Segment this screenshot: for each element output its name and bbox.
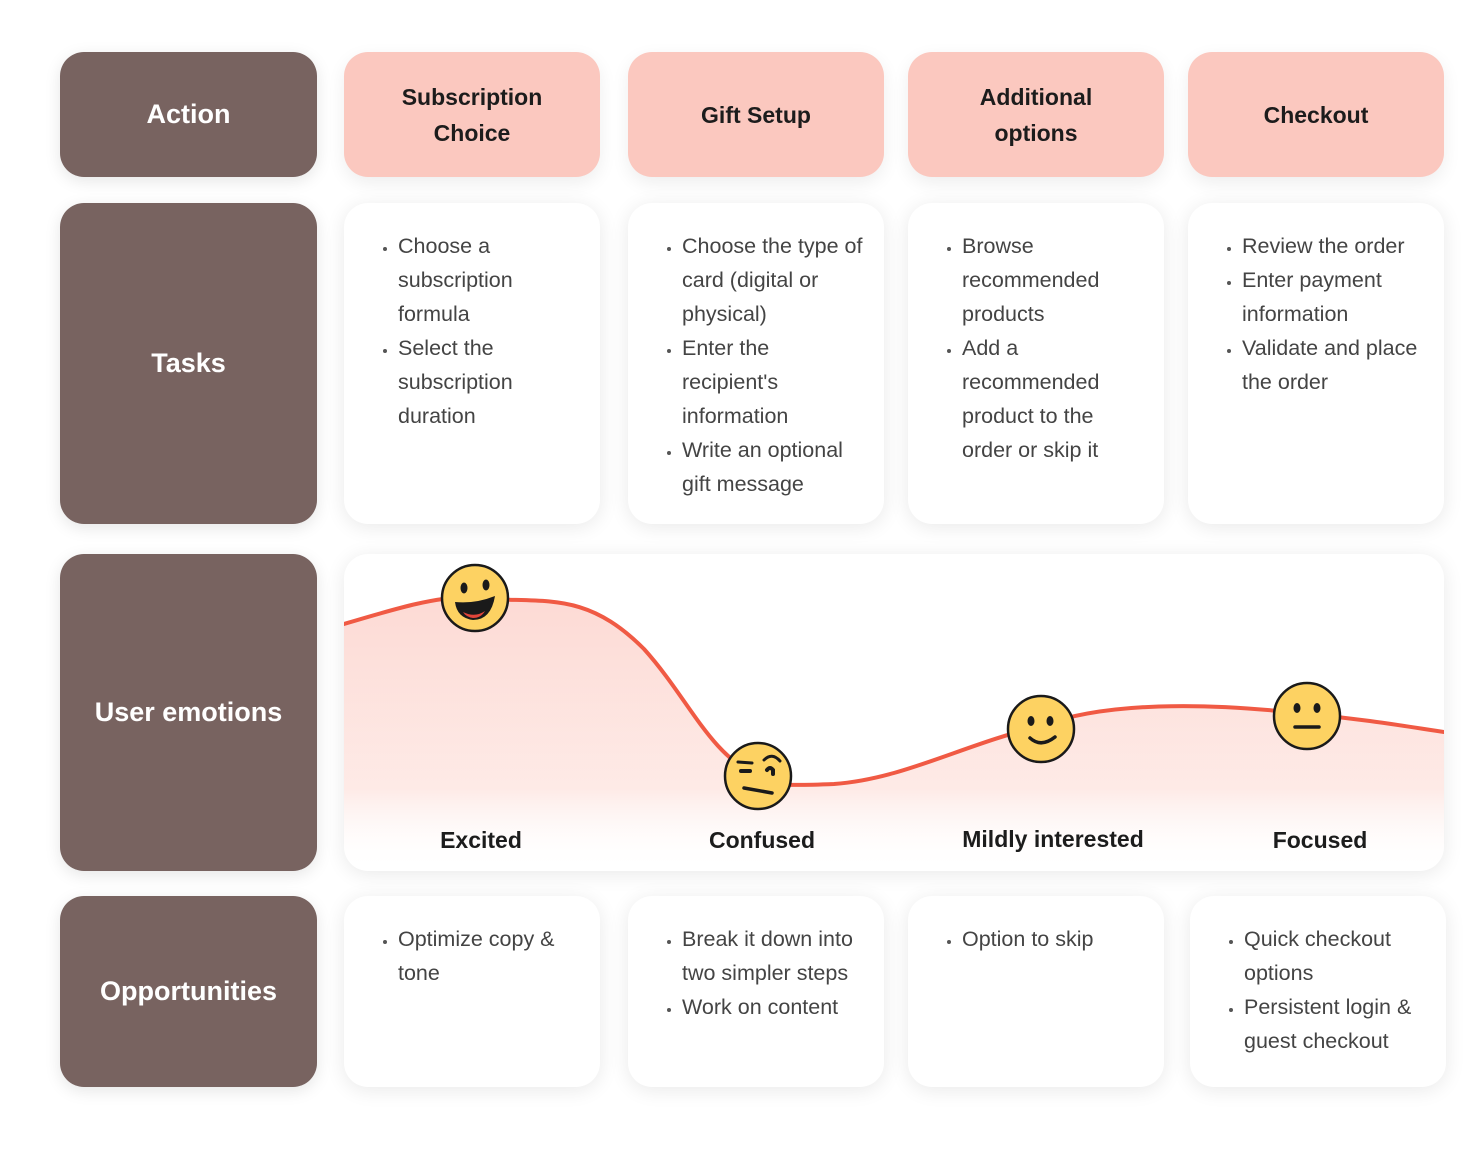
emotion-curve-area — [344, 597, 1444, 871]
opportunities-card-1: Optimize copy & tone — [344, 896, 600, 1087]
opportunities-card-3: Option to skip — [908, 896, 1164, 1087]
raised-eyebrow-face-icon — [723, 741, 793, 811]
task-item: Select the subscription duration — [398, 331, 580, 433]
tasks-card-4: Review the order Enter payment informati… — [1188, 203, 1444, 524]
row-label-emotions: User emotions — [60, 554, 317, 871]
neutral-face-icon — [1272, 681, 1342, 751]
task-item: Enter payment information — [1242, 263, 1424, 331]
opportunity-item: Persistent login & guest checkout — [1244, 990, 1426, 1058]
row-label-opportunities: Opportunities — [60, 896, 317, 1087]
emotion-label-confused: Confused — [708, 827, 816, 853]
stage-name: Checkout — [1263, 101, 1369, 128]
tasks-list: Choose the type of card (digital or phys… — [660, 229, 864, 501]
opportunities-list: Option to skip — [940, 922, 1144, 956]
task-item: Add a recommended product to the order o… — [962, 331, 1144, 467]
emotion-label-excited: Excited — [440, 827, 522, 853]
tasks-list: Browse recommended products Add a recomm… — [940, 229, 1144, 467]
emotion-label-mildly-interested: Mildly interested — [962, 826, 1144, 852]
slightly-smiling-face-icon — [1006, 694, 1076, 764]
tasks-list: Choose a subscription formula Select the… — [376, 229, 580, 433]
opportunities-list: Quick checkout options Persistent login … — [1222, 922, 1426, 1058]
opportunity-item: Optimize copy & tone — [398, 922, 580, 990]
tasks-card-3: Browse recommended products Add a recomm… — [908, 203, 1164, 524]
task-item: Validate and place the order — [1242, 331, 1424, 399]
opportunity-item: Quick checkout options — [1244, 922, 1426, 990]
stage-name: Additional options — [979, 83, 1093, 146]
opportunity-item: Option to skip — [962, 922, 1144, 956]
emotion-label-focused: Focused — [1272, 827, 1368, 853]
tasks-card-2: Choose the type of card (digital or phys… — [628, 203, 884, 524]
stage-card-2: Gift Setup — [628, 52, 884, 177]
task-item: Write an optional gift message — [682, 433, 864, 501]
tasks-list: Review the order Enter payment informati… — [1220, 229, 1424, 399]
task-item: Choose the type of card (digital or phys… — [682, 229, 864, 331]
task-item: Enter the recipient's information — [682, 331, 864, 433]
task-item: Browse recommended products — [962, 229, 1144, 331]
grinning-face-icon — [440, 563, 510, 633]
opportunity-item: Break it down into two simpler steps — [682, 922, 864, 990]
opportunities-list: Break it down into two simpler steps Wor… — [660, 922, 864, 1024]
emotion-curve-card: Excited Confused Mildly interested Focus… — [344, 554, 1444, 871]
row-label-emotions-text: User emotions — [94, 697, 283, 727]
row-label-action: Action — [60, 52, 317, 177]
opportunities-card-2: Break it down into two simpler steps Wor… — [628, 896, 884, 1087]
row-label-action-text: Action — [146, 99, 231, 129]
task-item: Choose a subscription formula — [398, 229, 580, 331]
stage-name: Gift Setup — [701, 101, 811, 128]
stage-card-1: Subscription Choice — [344, 52, 600, 177]
emotion-curve-chart — [344, 563, 1444, 871]
row-label-opportunities-text: Opportunities — [100, 976, 277, 1006]
opportunities-card-4: Quick checkout options Persistent login … — [1190, 896, 1446, 1087]
emotion-curve-line — [344, 595, 1444, 788]
opportunity-item: Work on content — [682, 990, 864, 1024]
tasks-card-1: Choose a subscription formula Select the… — [344, 203, 600, 524]
stage-card-3: Additional options — [908, 52, 1164, 177]
opportunities-list: Optimize copy & tone — [376, 922, 580, 990]
row-label-tasks: Tasks — [60, 203, 317, 524]
row-label-tasks-text: Tasks — [151, 348, 226, 378]
stage-name: Subscription Choice — [401, 83, 543, 146]
stage-card-4: Checkout — [1188, 52, 1444, 177]
task-item: Review the order — [1242, 229, 1424, 263]
